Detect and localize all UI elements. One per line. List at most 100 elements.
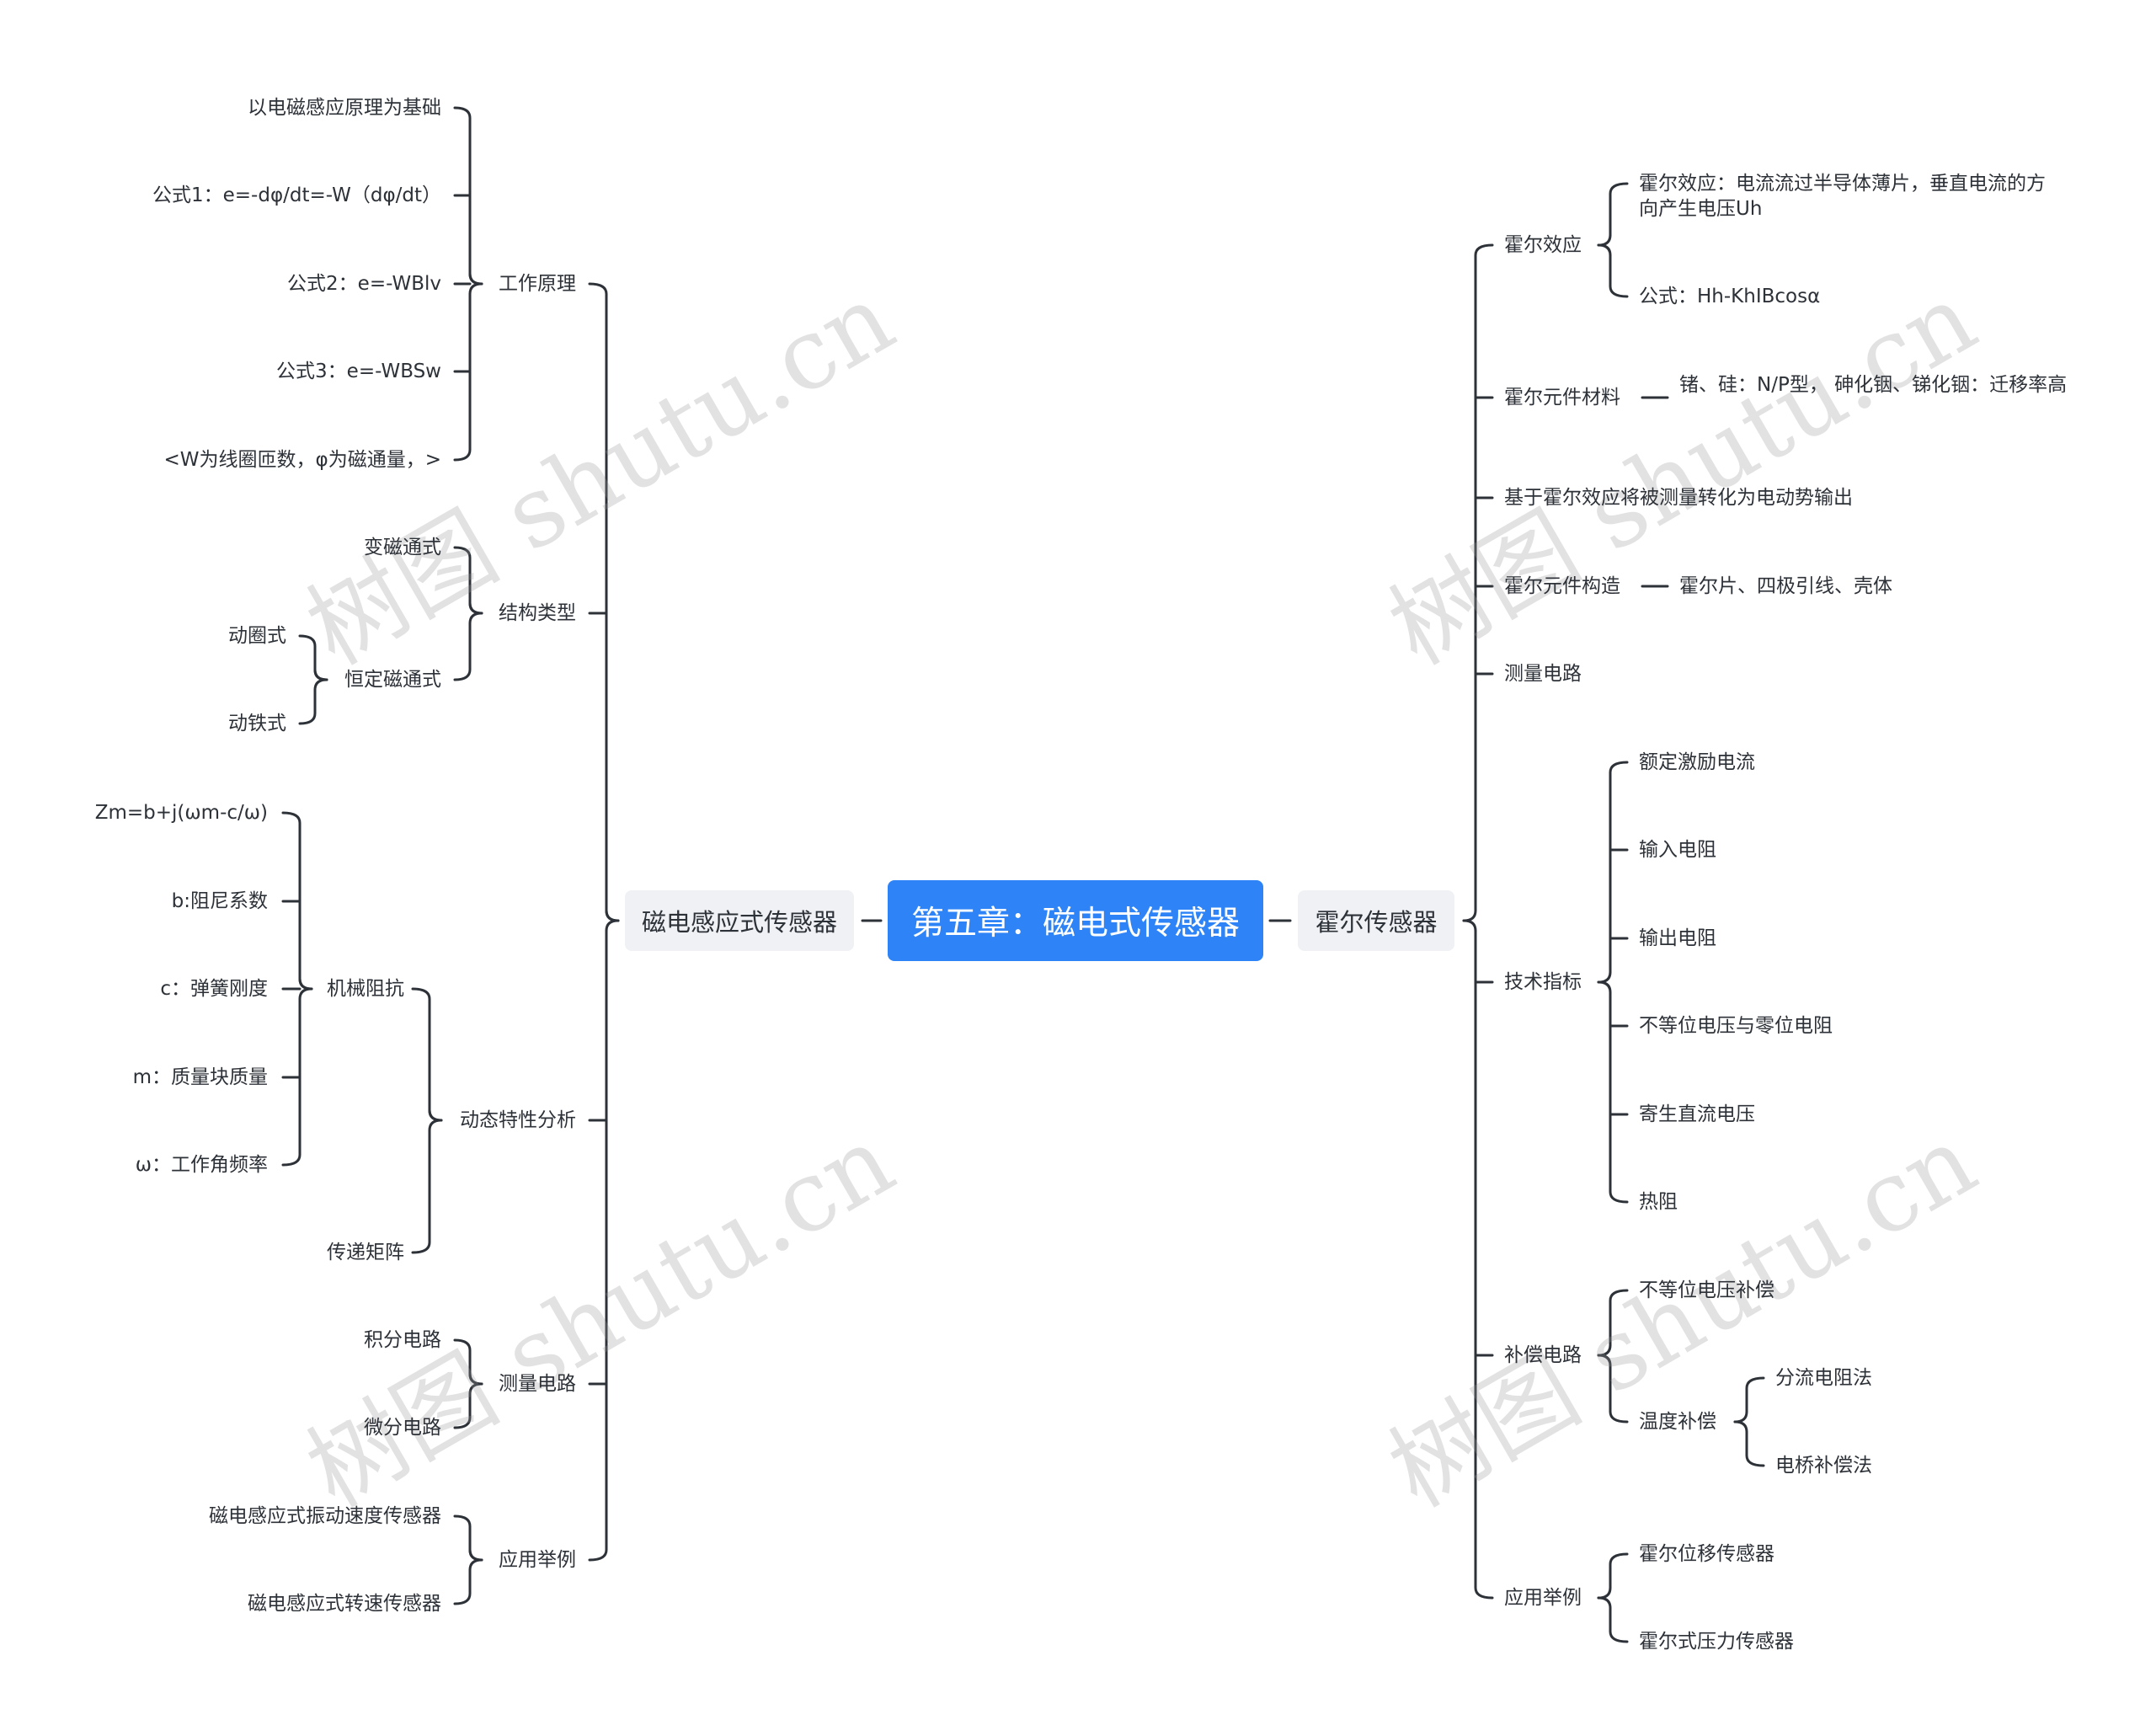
constant-flux-item[interactable]: 动圈式 — [228, 625, 286, 647]
brace — [1462, 909, 1477, 922]
topic-measurement-circuit-right[interactable]: 测量电路 — [1504, 663, 1582, 685]
brace — [588, 929, 608, 1562]
brace — [1745, 1430, 1765, 1467]
topic-applications-right[interactable]: 应用举例 — [1504, 1587, 1582, 1609]
branch-magnetoelectric-sensor[interactable]: 磁电感应式传感器 — [625, 890, 854, 951]
impedance-item[interactable]: ω：工作角频率 — [135, 1154, 268, 1176]
spec-item[interactable]: 寄生直流电压 — [1639, 1103, 1755, 1125]
application-item[interactable]: 霍尔位移传感器 — [1639, 1543, 1774, 1565]
branch-hall-sensor[interactable]: 霍尔传感器 — [1298, 890, 1454, 951]
principle-item[interactable]: 公式2：e=-WBlv — [287, 273, 441, 295]
brace — [1597, 970, 1612, 984]
spec-item[interactable]: 额定激励电流 — [1639, 751, 1755, 773]
root-topic[interactable]: 第五章：磁电式传感器 — [888, 880, 1263, 961]
brace — [298, 977, 313, 991]
brace — [453, 1568, 472, 1605]
brace — [1474, 243, 1494, 912]
brace — [588, 282, 620, 922]
brace — [1609, 1552, 1629, 1589]
circuit-item[interactable]: 微分电路 — [364, 1417, 441, 1439]
topic-hall-structure[interactable]: 霍尔元件构造 — [1504, 575, 1620, 597]
principle-item[interactable]: 以电磁感应原理为基础 — [248, 97, 441, 119]
brace — [1609, 991, 1629, 1204]
impedance-item[interactable]: m：质量块质量 — [132, 1066, 268, 1088]
principle-item[interactable]: 公式1：e=-dφ/dt=-W（dφ/dt） — [152, 184, 441, 206]
topic-hall-material[interactable]: 霍尔元件材料 — [1504, 387, 1620, 409]
brace — [468, 601, 483, 615]
brace — [1597, 980, 1612, 994]
brace — [468, 1558, 483, 1572]
hall-material-detail[interactable]: 锗、硅：N/P型， 砷化铟、锑化铟：迁移率高 — [1679, 374, 2068, 396]
brace — [1609, 182, 1629, 237]
structure-constant-flux[interactable]: 恒定磁通式 — [344, 669, 441, 691]
spec-item[interactable]: 输出电阻 — [1639, 927, 1716, 949]
brace — [1609, 254, 1629, 298]
brace — [428, 1108, 443, 1122]
impedance-item[interactable]: c：弹簧刚度 — [160, 978, 268, 1000]
impedance-item[interactable]: Zm=b+j(ωm-c/ω) — [94, 802, 268, 824]
brace — [1462, 919, 1477, 932]
application-item[interactable]: 霍尔式压力传感器 — [1639, 1631, 1794, 1653]
brace — [1597, 1354, 1612, 1367]
compensation-temperature[interactable]: 温度补偿 — [1639, 1411, 1716, 1433]
brace — [1733, 1420, 1748, 1434]
transfer-matrix[interactable]: 传递矩阵 — [327, 1242, 404, 1263]
brace — [313, 678, 328, 692]
brace — [605, 919, 620, 932]
spec-item[interactable]: 输入电阻 — [1639, 839, 1716, 861]
topic-hall-effect[interactable]: 霍尔效应 — [1504, 234, 1582, 256]
brace — [1609, 1364, 1629, 1424]
brace — [1597, 1343, 1612, 1357]
brace — [281, 997, 302, 1167]
topic-applications-left[interactable]: 应用举例 — [499, 1549, 576, 1571]
brace — [428, 1119, 443, 1132]
topic-structure-type[interactable]: 结构类型 — [499, 602, 576, 624]
constant-flux-item[interactable]: 动铁式 — [228, 713, 286, 734]
principle-item[interactable]: 公式3：e=-WBSw — [276, 361, 441, 382]
brace — [468, 282, 483, 296]
brace — [453, 1338, 483, 1386]
spec-item[interactable]: 不等位电压与零位电阻 — [1639, 1015, 1833, 1037]
brace — [468, 1548, 483, 1562]
compensation-unequal[interactable]: 不等位电压补偿 — [1639, 1279, 1774, 1301]
brace — [468, 1382, 483, 1396]
circuit-item[interactable]: 积分电路 — [364, 1329, 441, 1351]
brace — [453, 292, 472, 462]
brace — [453, 1392, 472, 1429]
temperature-item[interactable]: 分流电阻法 — [1775, 1367, 1872, 1389]
brace — [453, 546, 483, 615]
application-item[interactable]: 磁电感应式转速传感器 — [248, 1593, 441, 1615]
brace — [411, 1129, 431, 1254]
brace — [453, 1514, 483, 1562]
brace — [468, 1372, 483, 1386]
topic-working-principle[interactable]: 工作原理 — [499, 273, 576, 295]
hall-effect-item[interactable]: 霍尔效应：电流流过半导体薄片，垂直电流的方向产生电压Uh — [1639, 173, 2046, 220]
mechanical-impedance[interactable]: 机械阻抗 — [327, 978, 404, 1000]
brace — [1474, 929, 1494, 1600]
temperature-item[interactable]: 电桥补偿法 — [1775, 1455, 1872, 1477]
brace — [1597, 233, 1612, 247]
principle-item[interactable]: <W为线圈匝数，φ为磁通量，> — [163, 449, 441, 471]
impedance-item[interactable]: b:阻尼系数 — [171, 890, 268, 912]
brace — [605, 909, 620, 922]
brace — [1597, 1596, 1612, 1610]
brace — [298, 634, 328, 681]
hall-structure-detail[interactable]: 霍尔片、四极引线、壳体 — [1679, 575, 1892, 597]
topic-measurement-circuit[interactable]: 测量电路 — [499, 1373, 576, 1395]
structure-variable-flux[interactable]: 变磁通式 — [364, 537, 441, 558]
brace — [1609, 761, 1629, 974]
topic-dynamic-analysis[interactable]: 动态特性分析 — [460, 1109, 576, 1131]
spec-item[interactable]: 热阻 — [1639, 1191, 1678, 1213]
brace — [1597, 1586, 1612, 1600]
hall-effect-item[interactable]: 公式：Hh-KhIBcosα — [1639, 286, 1821, 307]
brace — [468, 612, 483, 625]
brace — [1597, 243, 1612, 257]
topic-compensation[interactable]: 补偿电路 — [1504, 1344, 1582, 1366]
topic-tech-specs[interactable]: 技术指标 — [1504, 971, 1582, 993]
brace — [1609, 1289, 1629, 1347]
topic-hall-basis[interactable]: 基于霍尔效应将被测量转化为电动势输出 — [1504, 487, 1853, 509]
application-item[interactable]: 磁电感应式振动速度传感器 — [209, 1505, 441, 1527]
brace — [298, 987, 313, 1001]
brace — [1745, 1376, 1765, 1413]
